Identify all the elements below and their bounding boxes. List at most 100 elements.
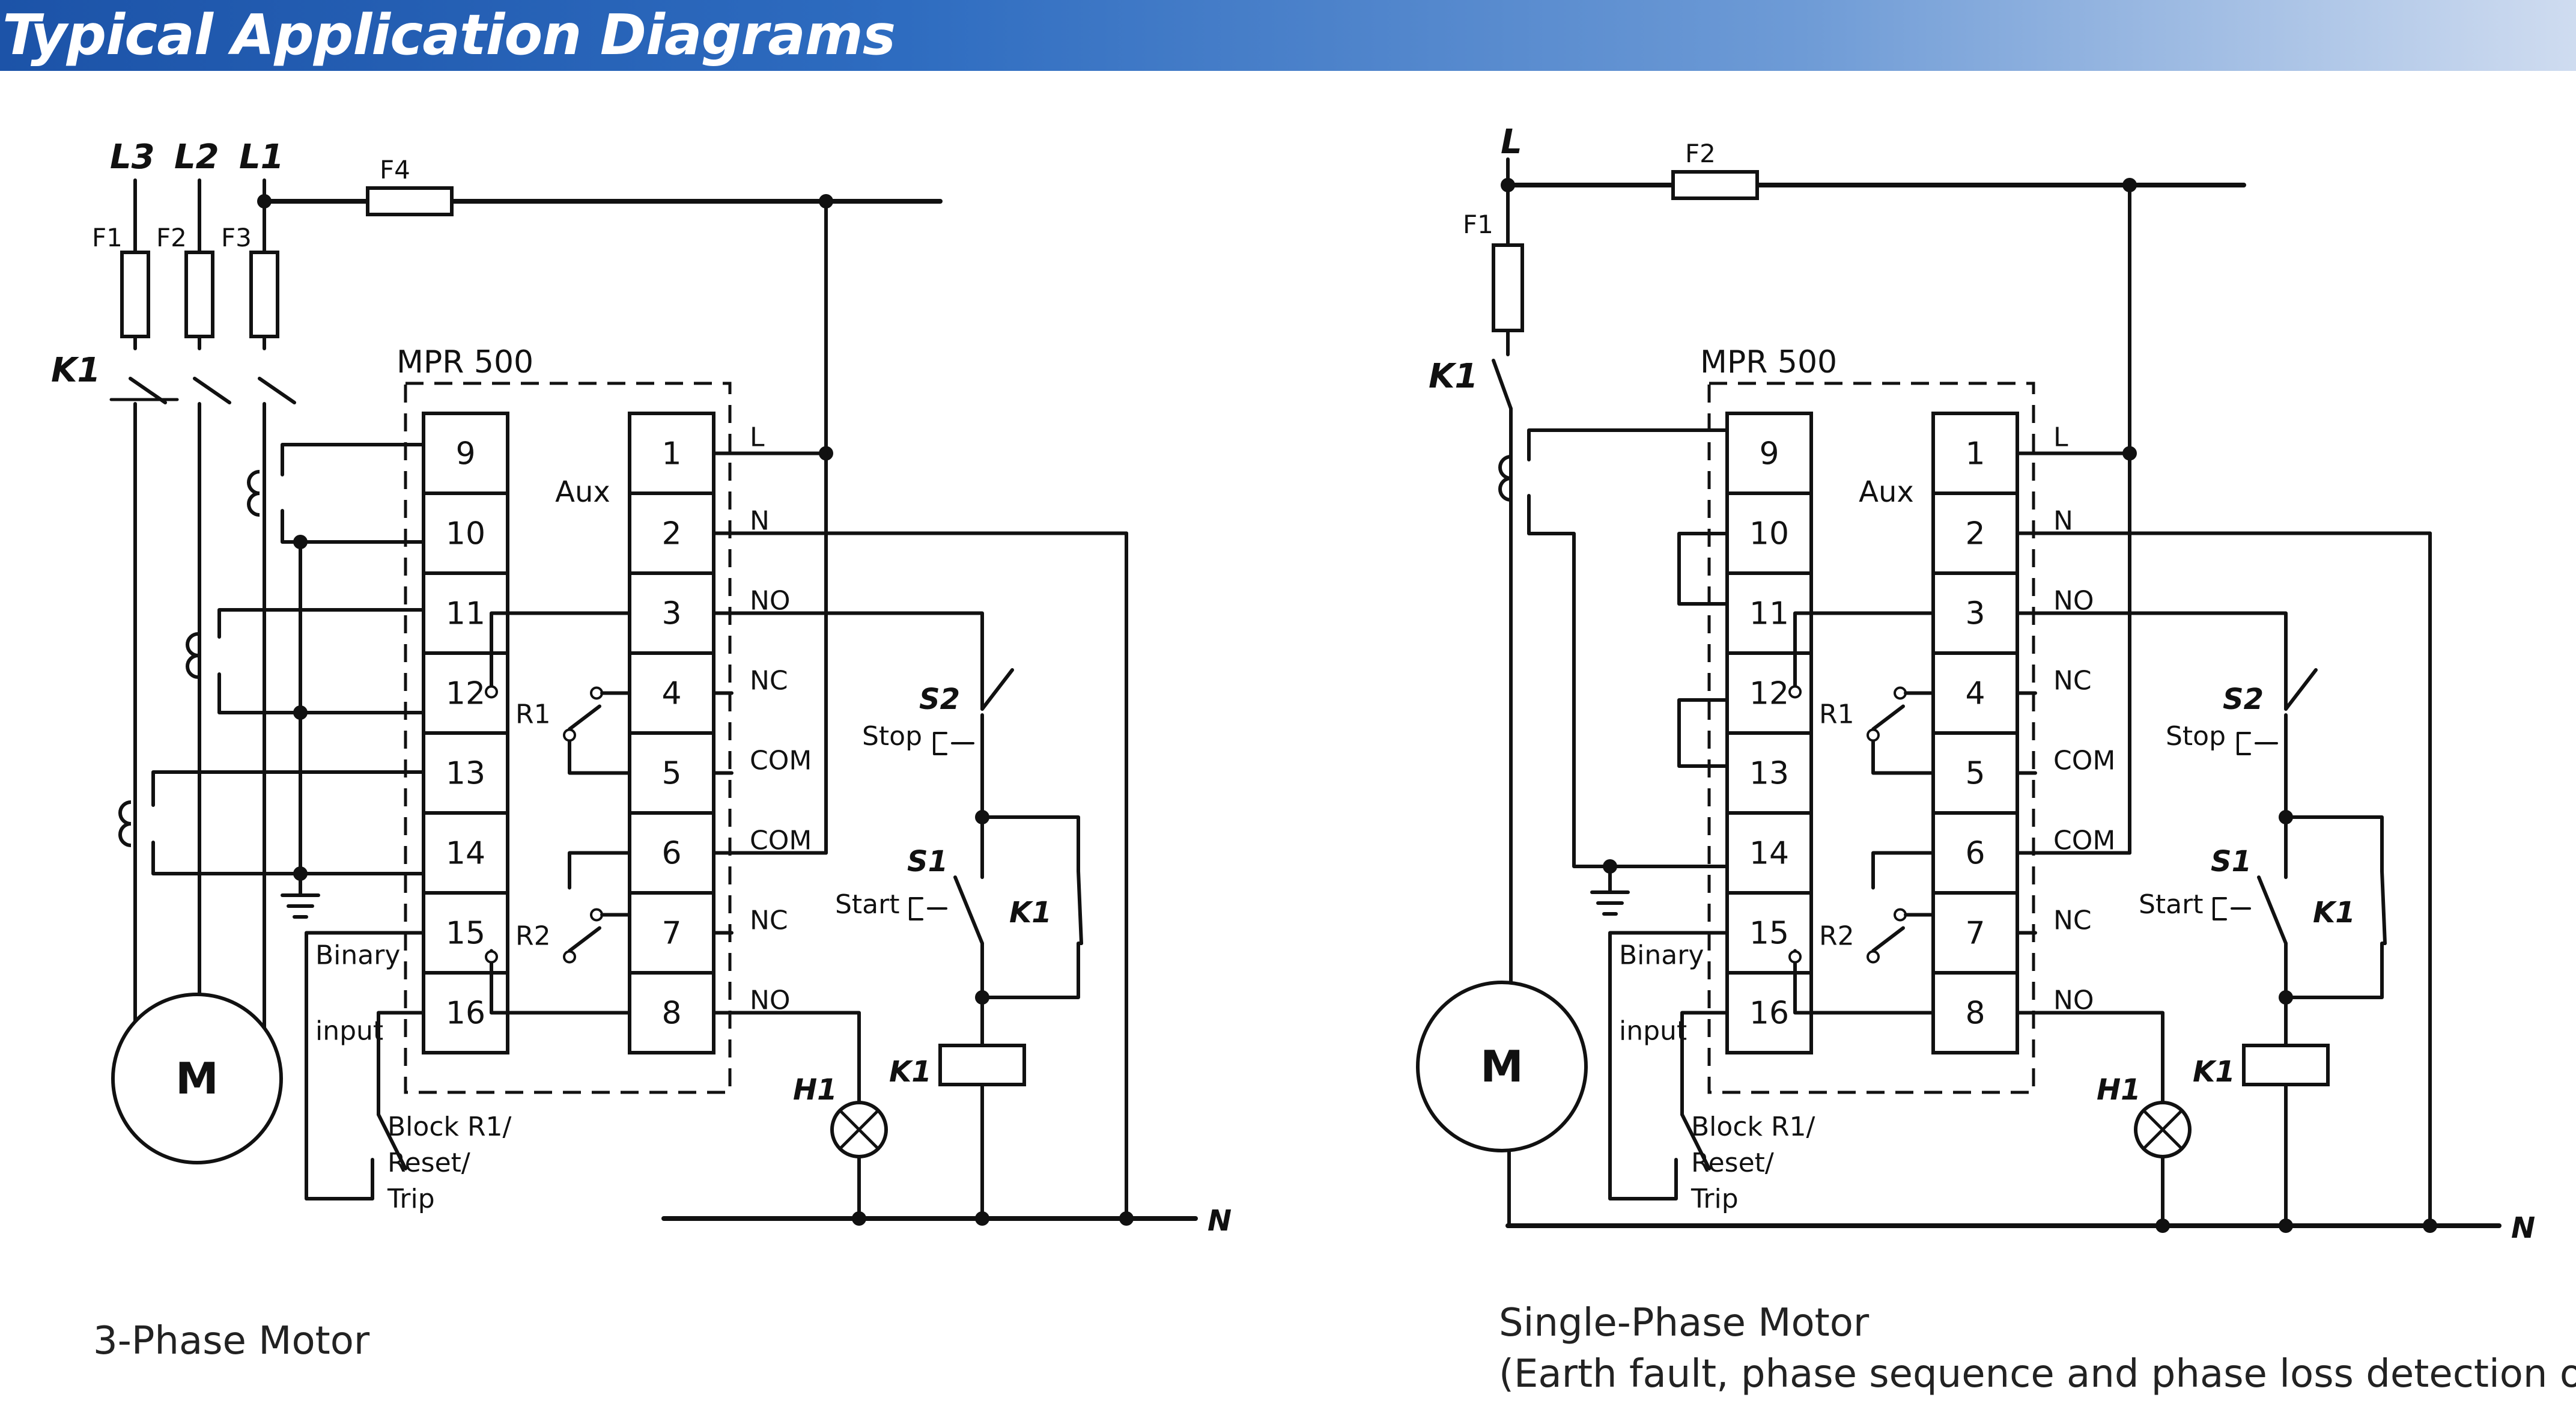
caption-single-phase: Single-Phase Motor bbox=[1499, 1301, 1870, 1345]
terminal-number: 15 bbox=[446, 916, 485, 952]
k1-holding-contact bbox=[1077, 869, 1083, 945]
pushbutton-symbol bbox=[933, 732, 947, 755]
page-title: Typical Application Diagrams bbox=[2, 2, 896, 67]
block-reset-label: Reset/ bbox=[1691, 1148, 1774, 1178]
binary-input-label: Binary bbox=[1619, 940, 1704, 971]
motor bbox=[111, 993, 283, 1164]
fuse-F3 bbox=[249, 251, 279, 338]
terminal-number: 16 bbox=[1749, 996, 1789, 1032]
stop-switch-blade bbox=[2284, 668, 2318, 711]
block-reset-label: Trip bbox=[387, 1184, 435, 1214]
relay-contact-arm bbox=[568, 926, 601, 953]
terminal-number: 13 bbox=[446, 756, 485, 792]
terminal-number: 15 bbox=[1749, 916, 1789, 952]
terminal-number: 7 bbox=[661, 916, 681, 952]
k1-coil bbox=[938, 1044, 1026, 1086]
phase-label-l1: L1 bbox=[239, 138, 284, 177]
terminal-number: 1 bbox=[1965, 436, 1985, 472]
stop-label: Stop bbox=[2166, 721, 2226, 752]
terminal-label-no: NO bbox=[750, 985, 791, 1016]
lamp-cross bbox=[2142, 1109, 2184, 1151]
fuse-F1 bbox=[1492, 243, 1524, 332]
fuse-top bbox=[366, 186, 454, 216]
fuse-label: F2 bbox=[156, 223, 187, 252]
junction-dot bbox=[293, 535, 308, 549]
contactor-k1-pole bbox=[258, 377, 296, 404]
r1-com-wire bbox=[1871, 739, 1935, 775]
motor bbox=[1416, 981, 1588, 1152]
jumper-10-11 bbox=[1677, 532, 1729, 606]
current-transformer bbox=[1498, 455, 1511, 502]
fuse-label: F1 bbox=[1463, 210, 1493, 239]
contact-terminal bbox=[563, 950, 576, 964]
k1-coil bbox=[2242, 1044, 2330, 1086]
terminal-number: 11 bbox=[1749, 596, 1789, 632]
fuse-F2 bbox=[184, 251, 214, 338]
r1-no-wire bbox=[1793, 611, 1935, 688]
terminal-label-nc: NC bbox=[2053, 666, 2092, 696]
terminal-number: 5 bbox=[1965, 756, 1985, 792]
terminal-number: 10 bbox=[1749, 516, 1789, 552]
terminal-label-l: L bbox=[750, 422, 765, 453]
relay-contact-label: R1 bbox=[1819, 699, 1855, 730]
ct-wire-10 bbox=[281, 509, 425, 544]
k1-holding-contact bbox=[2380, 869, 2387, 945]
contactor-k1-label: K1 bbox=[1429, 357, 1478, 396]
contactor-k1-pole bbox=[193, 377, 231, 404]
terminal-number: 2 bbox=[1965, 516, 1985, 552]
s1-label: S1 bbox=[2211, 845, 2252, 878]
terminal-label-com: COM bbox=[2053, 746, 2115, 776]
jumper-12-13 bbox=[1677, 698, 1729, 768]
lamp-wire bbox=[2034, 1011, 2164, 1104]
relay-contact-label: R1 bbox=[515, 699, 551, 730]
start-label: Start bbox=[835, 889, 900, 920]
start-switch-blade bbox=[953, 875, 984, 945]
junction-dot bbox=[2122, 178, 2137, 192]
k1-holding-wire bbox=[2284, 942, 2387, 999]
block-reset-switch bbox=[377, 1113, 407, 1170]
relay-contact-arm bbox=[1871, 704, 1905, 731]
terminal-number: 14 bbox=[1749, 836, 1789, 872]
terminal-label-no: NO bbox=[2053, 586, 2094, 616]
terminal-label-n: N bbox=[2053, 506, 2073, 537]
stop-label: Stop bbox=[862, 721, 922, 752]
terminal-number: 6 bbox=[661, 836, 681, 872]
k1-holding-wire bbox=[2284, 815, 2384, 873]
terminal-label-nc: NC bbox=[750, 666, 788, 696]
n-label: N bbox=[2511, 1211, 2535, 1245]
k1-holding-wire bbox=[980, 942, 1083, 999]
k1-coil-label: K1 bbox=[2193, 1055, 2235, 1089]
terminal-number: 9 bbox=[1759, 436, 1779, 472]
block-reset-label: Trip bbox=[1690, 1184, 1739, 1214]
k1-contact-label: K1 bbox=[2313, 896, 2356, 930]
terminal-label-com: COM bbox=[750, 826, 812, 856]
binary-input-label: input bbox=[315, 1016, 383, 1047]
ct-wire-13 bbox=[151, 770, 425, 807]
mpr500-enclosure bbox=[404, 382, 732, 1094]
relay-label: MPR 500 bbox=[396, 344, 533, 380]
phase-label-l3: L3 bbox=[110, 138, 155, 177]
contact-terminal bbox=[1867, 728, 1880, 742]
terminal-label-com: COM bbox=[750, 746, 812, 776]
contact-terminal bbox=[1867, 950, 1880, 964]
terminal-number: 12 bbox=[446, 676, 485, 712]
h1-label: H1 bbox=[2097, 1073, 2141, 1107]
ct-wire-14 bbox=[1527, 494, 1729, 868]
start-label: Start bbox=[2139, 889, 2204, 920]
block-reset-label: Block R1/ bbox=[387, 1112, 512, 1142]
relay-contact-arm bbox=[568, 704, 601, 731]
terminal-number: 2 bbox=[661, 516, 681, 552]
terminal-label-no: NO bbox=[2053, 985, 2094, 1016]
stop-switch-blade bbox=[980, 668, 1014, 711]
relay-contact-label: R2 bbox=[515, 921, 551, 952]
current-transformer bbox=[186, 632, 199, 679]
terminal-number: 14 bbox=[446, 836, 485, 872]
s2-label: S2 bbox=[2223, 683, 2264, 716]
ct-wire-14 bbox=[151, 841, 425, 875]
binary-input-wire bbox=[1680, 1011, 1729, 1116]
fuse-top-label: F4 bbox=[380, 155, 410, 184]
contact-terminal bbox=[1788, 685, 1802, 699]
binary-input-label: Binary bbox=[315, 940, 400, 971]
ct-wire-9 bbox=[281, 443, 425, 476]
